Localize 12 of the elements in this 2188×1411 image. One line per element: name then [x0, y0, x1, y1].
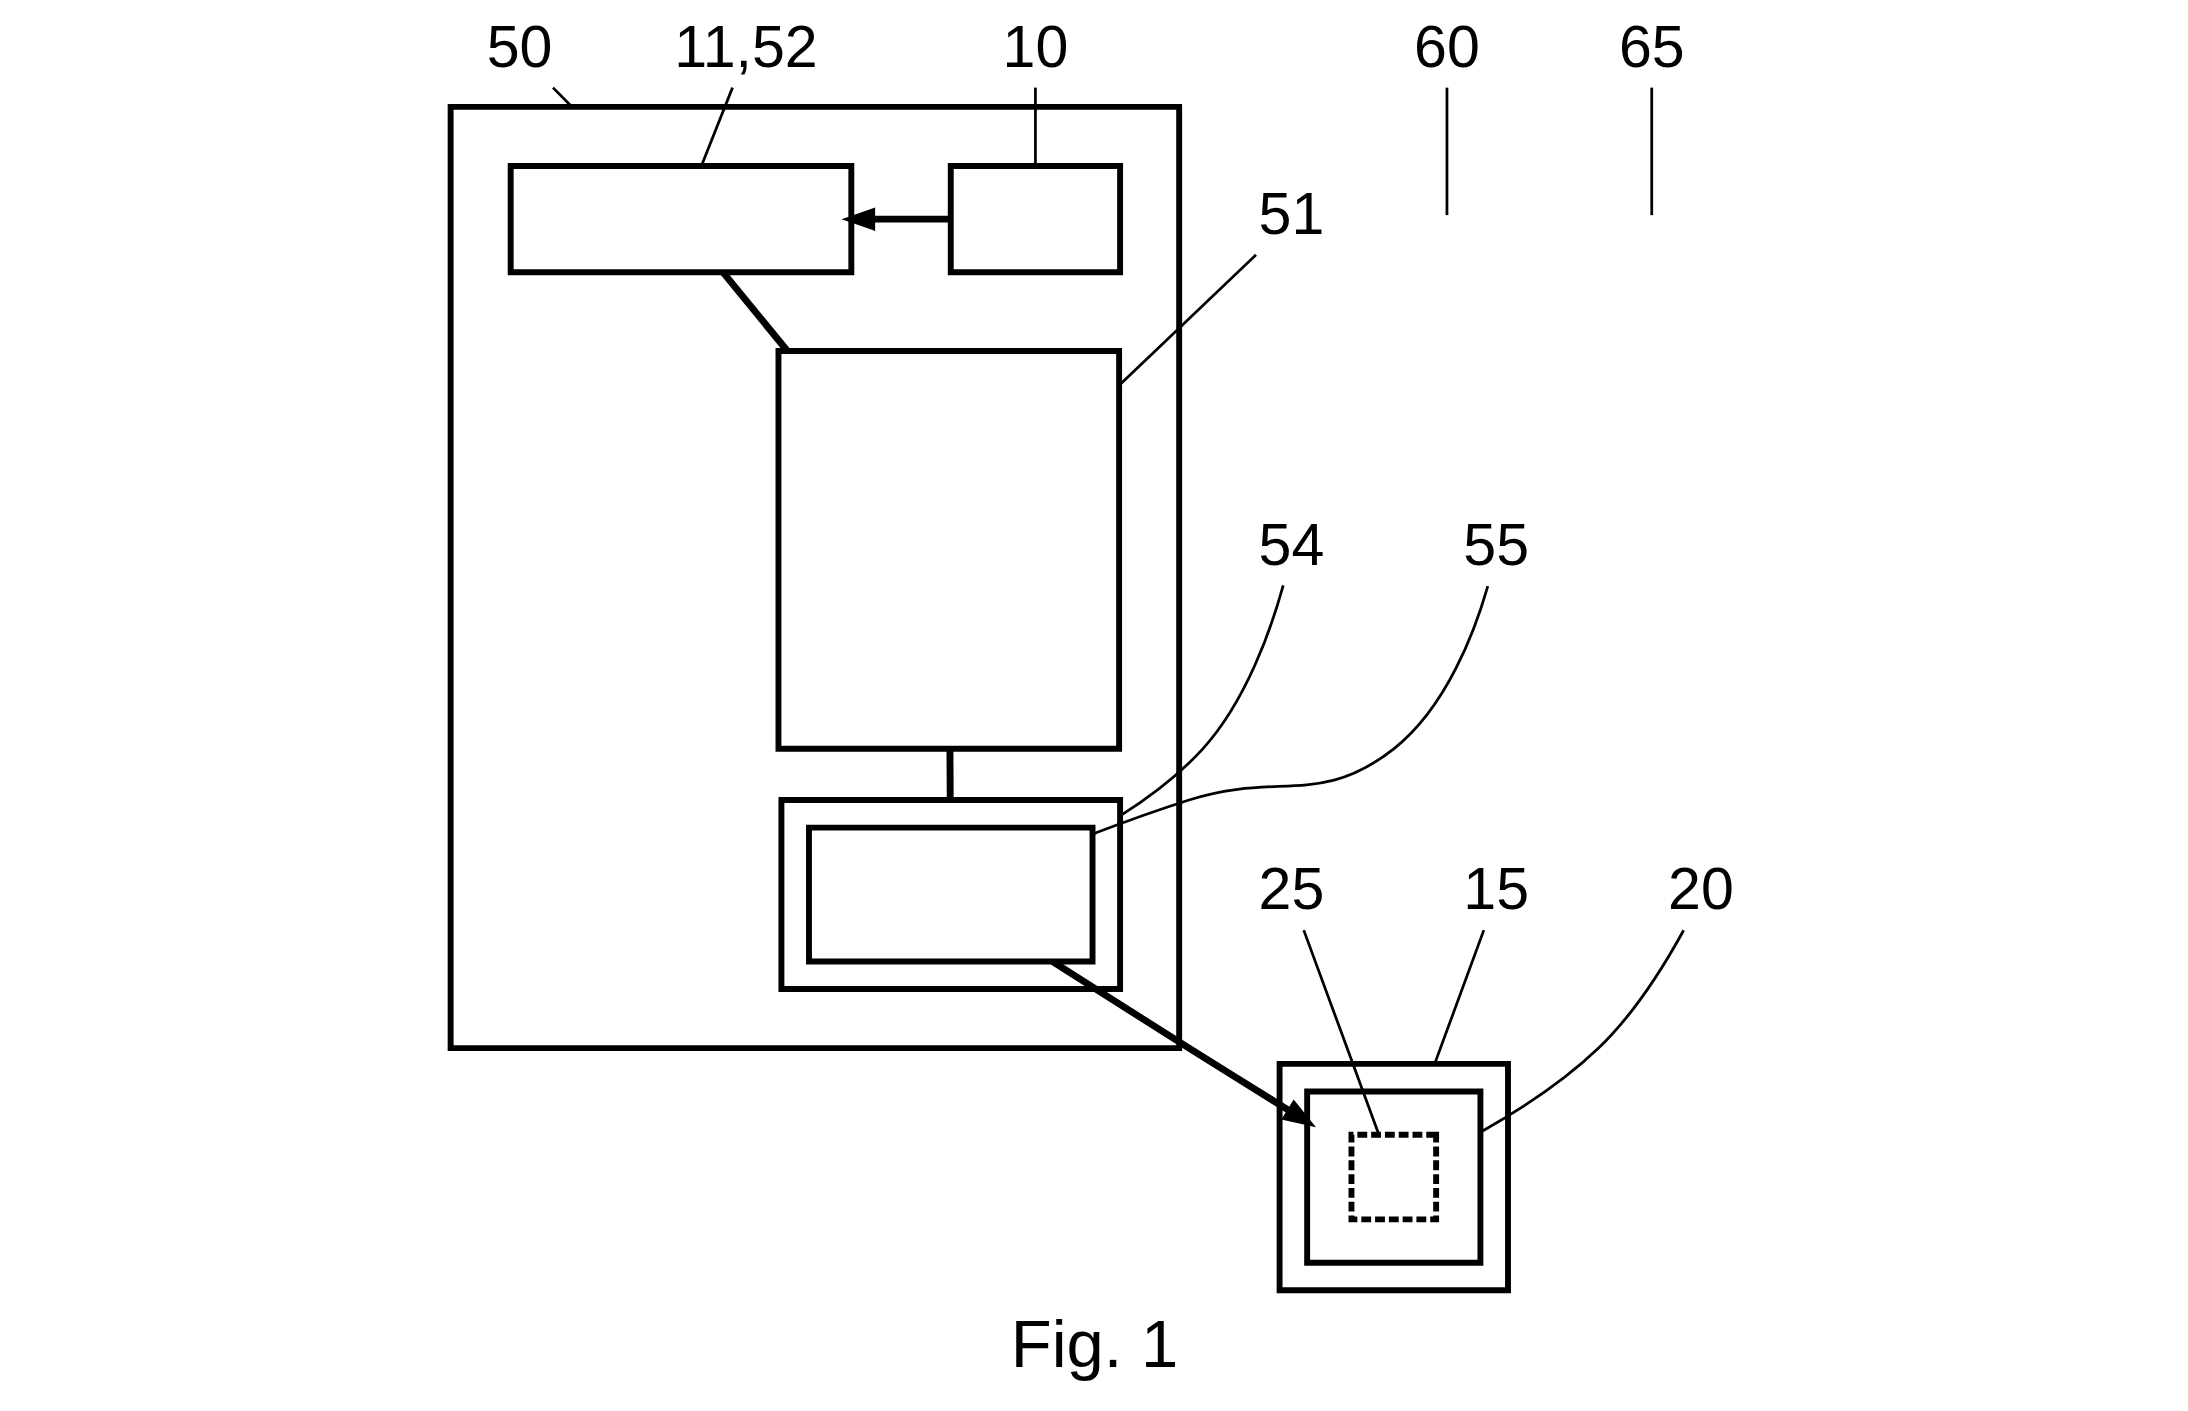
node-text: 20 — [1667, 856, 1734, 923]
node-text: 10 — [1002, 13, 1068, 80]
node-text: 25 — [1258, 856, 1324, 923]
node-text: 51 — [1258, 180, 1324, 247]
node-text: 60 — [1413, 13, 1480, 80]
node-text: 15 — [1462, 856, 1529, 923]
node-text: 54 — [1258, 511, 1324, 578]
node-text: 11,52 — [673, 13, 818, 80]
node-text: 65 — [1618, 13, 1685, 80]
node-text: 50 — [486, 13, 552, 80]
caption: Fig. 1 — [1010, 1306, 1178, 1382]
node-text: 55 — [1462, 511, 1529, 578]
